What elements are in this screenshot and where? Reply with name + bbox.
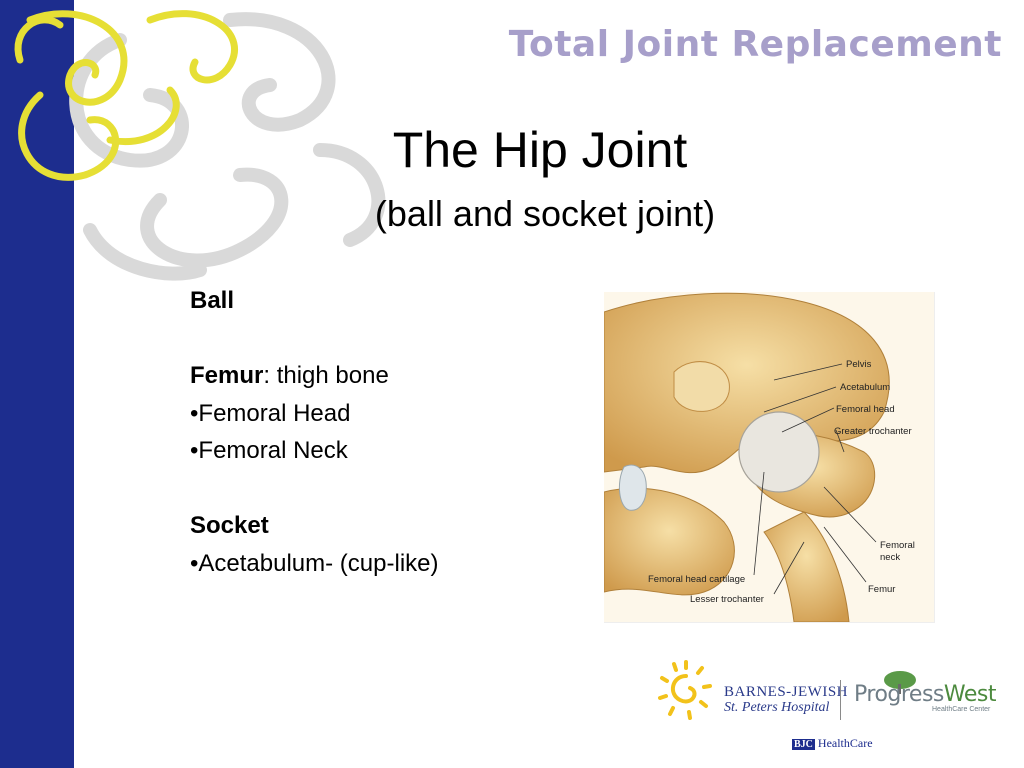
label-acetabulum: Acetabulum xyxy=(840,382,890,393)
hip-anatomy-illustration: Pelvis Acetabulum Femoral head Greater t… xyxy=(604,292,915,622)
label-femoral-head: Femoral head xyxy=(836,404,895,415)
bullet-femoral-neck: •Femoral Neck xyxy=(190,437,348,464)
body-text: Ball Femur: thigh bone •Femoral Head •Fe… xyxy=(190,282,438,582)
label-cartilage: Femoral head cartilage xyxy=(648,574,745,585)
label-lesser-trochanter: Lesser trochanter xyxy=(690,594,764,605)
slide-title: The Hip Joint xyxy=(392,122,688,178)
bjc-healthcare-logo: BJC HealthCare xyxy=(792,736,873,750)
femur-desc: : thigh bone xyxy=(263,362,389,389)
bjh-subname: St. Peters Hospital xyxy=(724,700,830,715)
decorative-swirls xyxy=(14,10,386,281)
sun-logo-icon xyxy=(658,660,712,720)
label-greater-trochanter: Greater trochanter xyxy=(834,426,912,437)
brand-title: Total Joint Replacement xyxy=(508,24,1002,65)
tree-icon xyxy=(884,671,916,694)
left-accent-bar xyxy=(0,0,74,768)
label-femoral-neck-2: neck xyxy=(880,552,900,563)
label-pelvis: Pelvis xyxy=(846,359,872,370)
femur-term: Femur xyxy=(190,362,264,389)
femur-line: Femur: thigh bone xyxy=(190,357,438,395)
logo-divider xyxy=(840,680,841,720)
bullet-acetabulum: •Acetabulum- (cup-like) xyxy=(190,549,439,577)
label-femur: Femur xyxy=(868,584,895,595)
progresswest-name: ProgressWest xyxy=(854,682,997,707)
ball-heading: Ball xyxy=(190,287,235,314)
bjh-name: BARNES-JEWISH xyxy=(724,684,849,700)
label-femoral-neck-1: Femoral xyxy=(880,540,915,551)
bullet-femoral-head: •Femoral Head xyxy=(190,399,351,427)
socket-heading: Socket xyxy=(190,512,269,539)
slide-subtitle: (ball and socket joint) xyxy=(374,193,716,234)
hip-anatomy-figure: Pelvis Acetabulum Femoral head Greater t… xyxy=(604,292,935,623)
footer-logos: BARNES-JEWISH St. Peters Hospital Progre… xyxy=(652,654,1012,764)
progresswest-subname: HealthCare Center xyxy=(932,706,991,713)
